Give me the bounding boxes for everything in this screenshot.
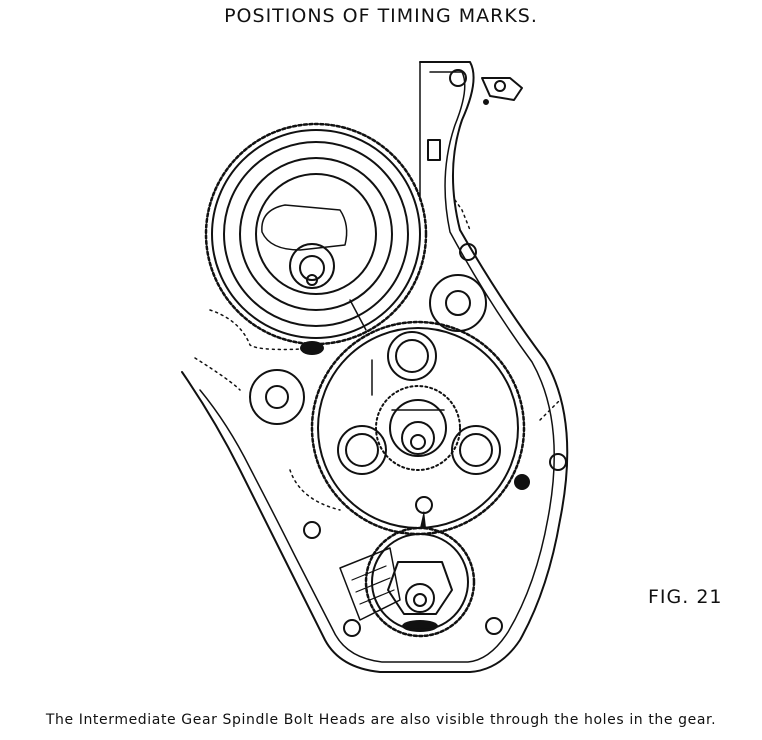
idler-pulley-left [249, 369, 305, 425]
crankshaft-pinion [339, 526, 476, 638]
figure-label: FIG. 21 [648, 586, 723, 608]
timing-marks [300, 341, 530, 632]
idler-pulley-right [429, 274, 487, 332]
diagram-title: POSITIONS OF TIMING MARKS. [224, 5, 538, 27]
camshaft-gear [204, 122, 428, 346]
spindle-bolt-heads [337, 331, 501, 475]
figure-caption: The Intermediate Gear Spindle Bolt Heads… [45, 712, 717, 728]
dotted-passages [194, 199, 561, 511]
intermediate-gear [310, 320, 526, 536]
timing-case-outline [181, 61, 569, 673]
top-bracket [427, 77, 523, 161]
